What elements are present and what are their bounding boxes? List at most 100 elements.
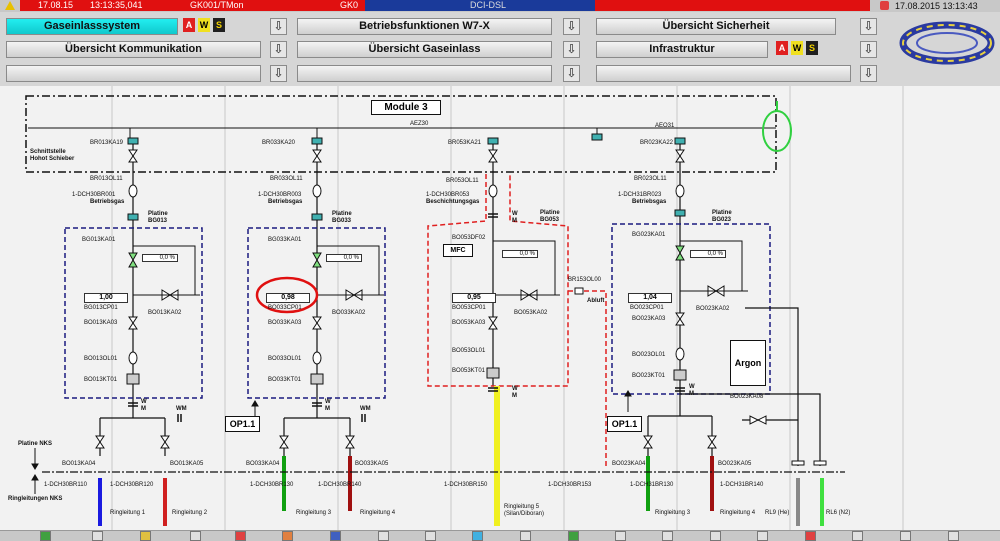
s2-kt: BO033KT01 [268, 377, 302, 383]
title-time: 13:13:35,041 [90, 0, 143, 10]
m-label-3: M [512, 218, 517, 224]
down-arrow-icon[interactable]: ⇩ [860, 41, 877, 58]
s1-ka05: BO013KA05 [170, 461, 204, 467]
w-label-1: W [141, 399, 147, 405]
s4-cp: BO023CP01 [630, 305, 664, 311]
alarm-a-2[interactable]: A [776, 41, 788, 55]
s3-ka-top: BR053KA21 [448, 140, 482, 146]
s4-value: 1,04 [628, 293, 672, 303]
title-dcs: DCI-DSL [470, 0, 507, 10]
alarm-s-2[interactable]: S [806, 41, 818, 55]
nav-empty-3[interactable] [596, 65, 851, 82]
s4-ol: BR023OL11 [634, 176, 667, 182]
wm-label-2: WM [360, 406, 371, 412]
aeo-label: AEO31 [655, 123, 675, 129]
s2-value: 0,98 [266, 293, 310, 303]
title-date: 17.08.15 [38, 0, 74, 10]
s4-kt: BO023KT01 [632, 373, 666, 379]
nav-infrastruktur[interactable]: Infrastruktur [596, 41, 768, 58]
clock-icon [880, 1, 889, 10]
w7x-stellarator-logo [899, 21, 995, 65]
s1-value: 1,00 [84, 293, 128, 303]
op1-box-left[interactable]: OP1.1 [225, 416, 260, 432]
s3-ka02: BO053KA02 [514, 310, 548, 316]
down-arrow-icon[interactable]: ⇩ [563, 18, 580, 35]
nav-betriebsfunktionen[interactable]: Betriebsfunktionen W7-X [297, 18, 552, 35]
rl9-label: RL9 (He) [765, 510, 790, 516]
s3-br-a: 1-DCH30BR150 [444, 482, 488, 488]
down-arrow-icon[interactable]: ⇩ [270, 65, 287, 82]
s1-ka04: BO013KA04 [62, 461, 96, 467]
schnittstelle-label: Schnittstelle [30, 149, 66, 155]
s3-ring-a: Ringleitung 5 [504, 504, 540, 510]
m-label-4: M [512, 393, 517, 399]
nav-uebersicht-sicherheit[interactable]: Übersicht Sicherheit [596, 18, 836, 35]
w-label-4: W [512, 386, 518, 392]
s2-pct: 0,0 % [326, 254, 362, 262]
s4-betriebsgas: Betriebsgas [632, 199, 667, 205]
window-tab[interactable] [365, 0, 595, 11]
status-bar [0, 530, 1000, 541]
s2-ka03: BO033KA03 [268, 320, 302, 326]
s4-ring-a: Ringleitung 3 [655, 510, 691, 516]
s4-ka03: BO023KA03 [632, 316, 666, 322]
m-label-2: M [325, 406, 330, 412]
alarm-s-1[interactable]: S [213, 18, 225, 32]
nav-empty-2[interactable] [297, 65, 552, 82]
s4-ka02: BO023KA02 [696, 306, 730, 312]
s1-ring-b: Ringleitung 2 [172, 510, 208, 516]
rl6-label: RL6 (N2) [826, 510, 851, 516]
nav-uebersicht-gaseinlass[interactable]: Übersicht Gaseinlass [297, 41, 552, 58]
s3-cp: BO053CP01 [452, 305, 486, 311]
op1-box-right[interactable]: OP1.1 [607, 416, 642, 432]
title-gk: GK001/TMon [190, 0, 244, 10]
nav-uebersicht-kommunikation[interactable]: Übersicht Kommunikation [6, 41, 261, 58]
aez-label: AEZ30 [410, 121, 429, 127]
alarm-w-1[interactable]: W [198, 18, 210, 32]
s2-dch: 1-DCH30BR003 [258, 192, 302, 198]
down-arrow-icon[interactable]: ⇩ [270, 41, 287, 58]
s3-dch: 1-DCH30BR053 [426, 192, 470, 198]
s4-ka01: BG023KA01 [632, 232, 666, 238]
s1-bg: BG013 [148, 218, 168, 224]
s2-ol: BR033OL11 [270, 176, 303, 182]
s1-ka02: BO013KA02 [148, 310, 182, 316]
s2-ka-top: BR033KA20 [262, 140, 296, 146]
s2-bg: BG033 [332, 218, 352, 224]
s3-kt: BO053KT01 [452, 368, 486, 374]
down-arrow-icon[interactable]: ⇩ [860, 18, 877, 35]
alarm-w-2[interactable]: W [791, 41, 803, 55]
s2-cp: BO033CP01 [268, 305, 302, 311]
s1-betriebsgas: Betriebsgas [90, 199, 125, 205]
s1-cp: BG013CP01 [84, 305, 118, 311]
down-arrow-icon[interactable]: ⇩ [563, 41, 580, 58]
nav-empty-1[interactable] [6, 65, 261, 82]
ringleitungen-nks-label: Ringleitungen NKS [8, 496, 63, 502]
s4-ka04: BO023KA04 [612, 461, 646, 467]
s4-platine: Platine [712, 210, 732, 216]
s2-ka05: BO033KA05 [355, 461, 389, 467]
s2-ol01: BO033OL01 [268, 356, 302, 362]
s3-platine: Platine [540, 210, 560, 216]
down-arrow-icon[interactable]: ⇩ [270, 18, 287, 35]
s1-dch: 1-DCH30BR001 [72, 192, 116, 198]
nav-gaseinlasssystem[interactable]: Gaseinlasssystem [6, 18, 178, 35]
down-arrow-icon[interactable]: ⇩ [860, 65, 877, 82]
s2-br-a: 1-DCH30BR130 [250, 482, 294, 488]
s1-ka03: BO013KA03 [84, 320, 118, 326]
s1-ring-a: Ringleitung 1 [110, 510, 146, 516]
s3-ol: BR053OL11 [446, 178, 479, 184]
s4-ka05: BO023KA05 [718, 461, 752, 467]
s4-bg: BG023 [712, 217, 732, 223]
s3-pct: 0,0 % [502, 250, 538, 258]
s1-ol01: BO013OL01 [84, 356, 118, 362]
down-arrow-icon[interactable]: ⇩ [563, 65, 580, 82]
s4-pct: 0,0 % [690, 250, 726, 258]
s3-ka01: BO053DF02 [452, 235, 486, 241]
s1-pct: 0,0 % [142, 254, 178, 262]
alarm-a-1[interactable]: A [183, 18, 195, 32]
s2-ka04: BO033KA04 [246, 461, 280, 467]
s2-ka01: BG033KA01 [268, 237, 302, 243]
s3-value: 0,95 [452, 293, 496, 303]
w-label-2: W [325, 399, 331, 405]
